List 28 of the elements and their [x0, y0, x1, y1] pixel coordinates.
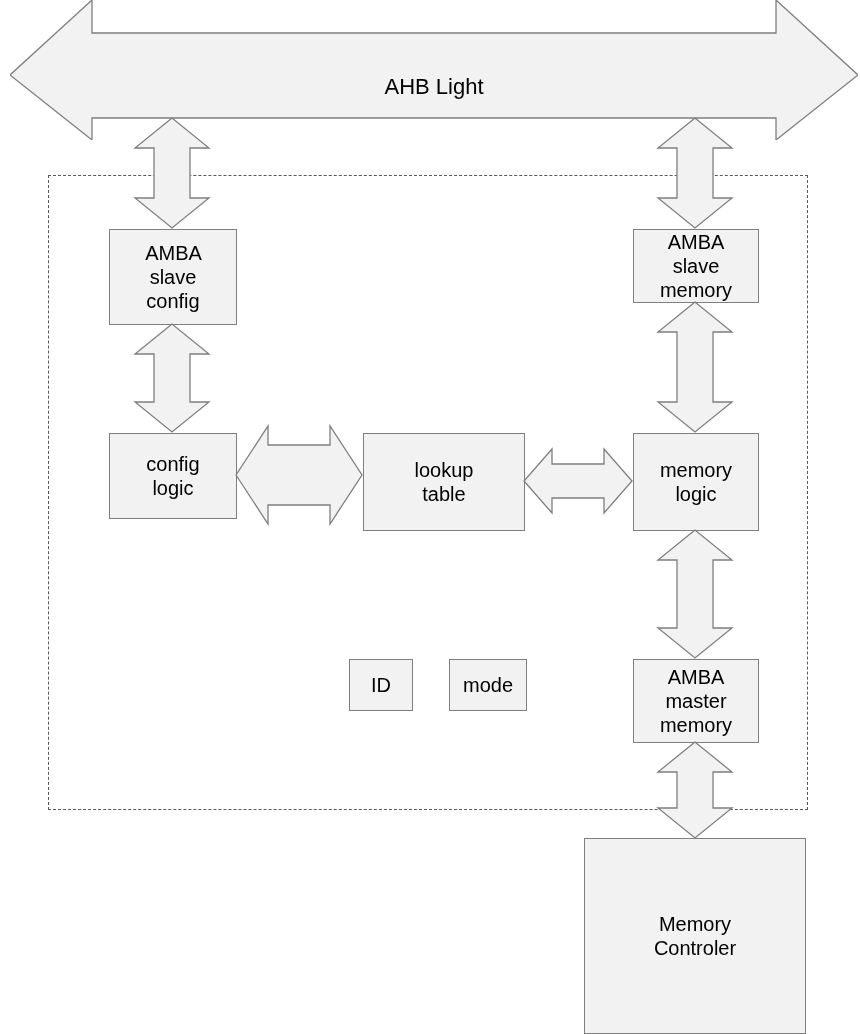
block-box — [633, 229, 759, 303]
block-arrow — [656, 741, 734, 839]
dashed-boundary — [48, 175, 808, 810]
block-label: AMBA slave config — [145, 241, 201, 313]
block-arrow — [523, 447, 633, 515]
block-label: memory logic — [659, 458, 733, 506]
block-box — [633, 433, 759, 531]
block-arrow — [656, 301, 734, 433]
block-arrow — [656, 117, 734, 229]
block-label: AMBA master memory — [659, 665, 733, 737]
block-label: ID — [371, 673, 391, 697]
block-box — [584, 838, 806, 1034]
block-box — [109, 229, 237, 325]
block-box — [633, 659, 759, 743]
block-box — [109, 433, 237, 519]
block-label: AMBA slave memory — [659, 230, 733, 302]
block-arrow — [133, 323, 211, 433]
block-label: Memory Controler — [653, 912, 737, 960]
block-label: lookup table — [414, 458, 474, 506]
block-box — [349, 659, 413, 711]
block-label: config logic — [146, 452, 200, 500]
bus-label: AHB Light — [384, 73, 484, 101]
block-label: mode — [463, 673, 513, 697]
block-box — [363, 433, 525, 531]
block-arrow — [235, 423, 363, 527]
block-arrow — [656, 529, 734, 659]
block-arrow — [133, 117, 211, 229]
block-box — [449, 659, 527, 711]
